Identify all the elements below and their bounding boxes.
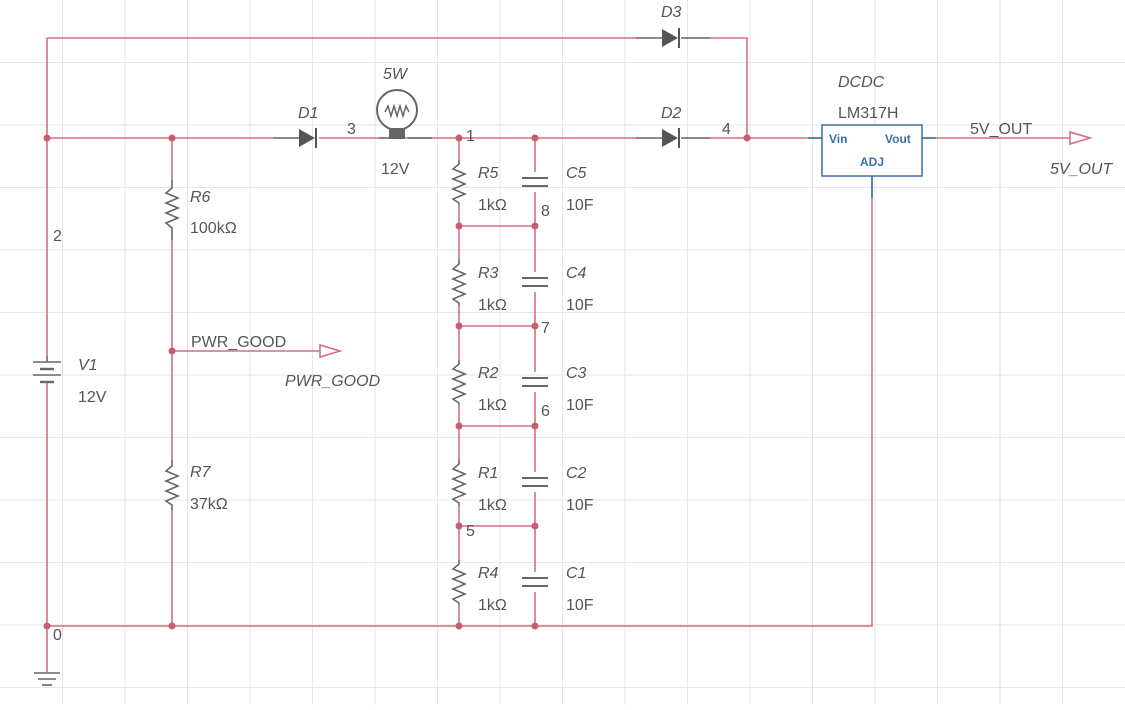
junctions [43,134,751,630]
diode-d2[interactable] [636,128,710,148]
junction-dot [455,322,463,330]
r4-ref-label: R4 [478,565,499,582]
c3-ref-label: C3 [566,365,587,382]
wire[interactable] [710,37,748,138]
c3-value-label: 10F [566,397,594,414]
r3-ref-label: R3 [478,265,499,282]
node-5-label: 5 [466,523,475,540]
d1-label: D1 [298,105,318,122]
regulator-pin-vin: Vin [829,132,847,146]
node-7-label: 7 [541,320,550,337]
junction-dot [43,622,51,630]
junction-dot [455,622,463,630]
regulator-pin-adj: ADJ [860,155,884,169]
resistors [163,160,468,605]
node-2-label: 2 [53,228,62,245]
regulator-ic[interactable]: Vin Vout ADJ [808,124,936,198]
resistor-r3[interactable] [450,260,468,305]
regulator-ref-label: DCDC [838,74,885,91]
diode-d1[interactable] [273,128,317,148]
c1-ref-label: C1 [566,565,586,582]
r7-ref-label: R7 [190,464,212,481]
regulator-part-label: LM317H [838,105,898,122]
capacitor-c2[interactable] [522,477,548,487]
r4-value-label: 1kΩ [478,597,507,614]
c5-value-label: 10F [566,197,594,214]
junction-dot [168,347,176,355]
c4-ref-label: C4 [566,265,587,282]
pwr-good-connector-arrow[interactable] [319,343,343,359]
capacitors [522,177,548,587]
junction-dot [531,222,539,230]
resistor-r4[interactable] [450,560,468,605]
r7-value-label: 37kΩ [190,496,228,513]
d2-label: D2 [661,105,682,122]
capacitor-c1[interactable] [522,577,548,587]
wires [46,37,1070,672]
lamp-voltage-label: 12V [381,161,410,178]
r1-ref-label: R1 [478,465,498,482]
junction-dot [168,134,176,142]
r2-ref-label: R2 [478,365,499,382]
wire[interactable] [47,176,873,627]
wire[interactable] [459,225,535,527]
c4-value-label: 10F [566,297,594,314]
pwr-good-port-label: PWR_GOOD [285,373,381,390]
labels: V1 12V D1 D2 D3 5W 12V R6 100kΩ R7 37kΩ … [53,4,1113,644]
r5-ref-label: R5 [478,165,499,182]
capacitor-c5[interactable] [522,177,548,187]
node-8-label: 8 [541,203,550,220]
out-port-label: 5V_OUT [1050,161,1113,178]
battery-v1[interactable] [33,356,61,384]
junction-dot [168,622,176,630]
resistor-r1[interactable] [450,460,468,505]
c2-value-label: 10F [566,497,594,514]
junction-dot [531,622,539,630]
c1-value-label: 10F [566,597,594,614]
capacitor-c4[interactable] [522,277,548,287]
c5-ref-label: C5 [566,165,587,182]
out-net-label: 5V_OUT [970,121,1032,138]
junction-dot [455,134,463,142]
junction-dot [455,222,463,230]
lamp[interactable] [376,89,432,139]
junction-dot [531,522,539,530]
r1-value-label: 1kΩ [478,497,507,514]
r6-ref-label: R6 [190,189,211,206]
diode-d3[interactable] [636,28,710,48]
r6-value-label: 100kΩ [190,220,237,237]
junction-dot [531,422,539,430]
junction-dot [43,134,51,142]
resistor-r5[interactable] [450,160,468,205]
c2-ref-label: C2 [566,465,587,482]
node-1-label: 1 [466,128,475,145]
pwr-good-net-label: PWR_GOOD [191,334,286,351]
r2-value-label: 1kΩ [478,397,507,414]
node-0-label: 0 [53,627,62,644]
capacitor-c3[interactable] [522,377,548,387]
out-connector-arrow[interactable] [1069,130,1093,146]
node-6-label: 6 [541,403,550,420]
v1-value-label: 12V [78,389,107,406]
lamp-power-label: 5W [383,66,409,83]
r5-value-label: 1kΩ [478,197,507,214]
v1-ref-label: V1 [78,357,98,374]
resistor-r7[interactable] [163,460,181,510]
r3-value-label: 1kΩ [478,297,507,314]
junction-dot [455,522,463,530]
d3-label: D3 [661,4,682,21]
ground-symbol[interactable] [34,672,60,686]
node-4-label: 4 [722,121,731,138]
resistor-r2[interactable] [450,360,468,405]
junction-dot [743,134,751,142]
node-3-label: 3 [347,121,356,138]
regulator-pin-vout: Vout [885,132,911,146]
junction-dot [455,422,463,430]
junction-dot [531,322,539,330]
resistor-r6[interactable] [163,180,181,240]
junction-dot [531,134,539,142]
